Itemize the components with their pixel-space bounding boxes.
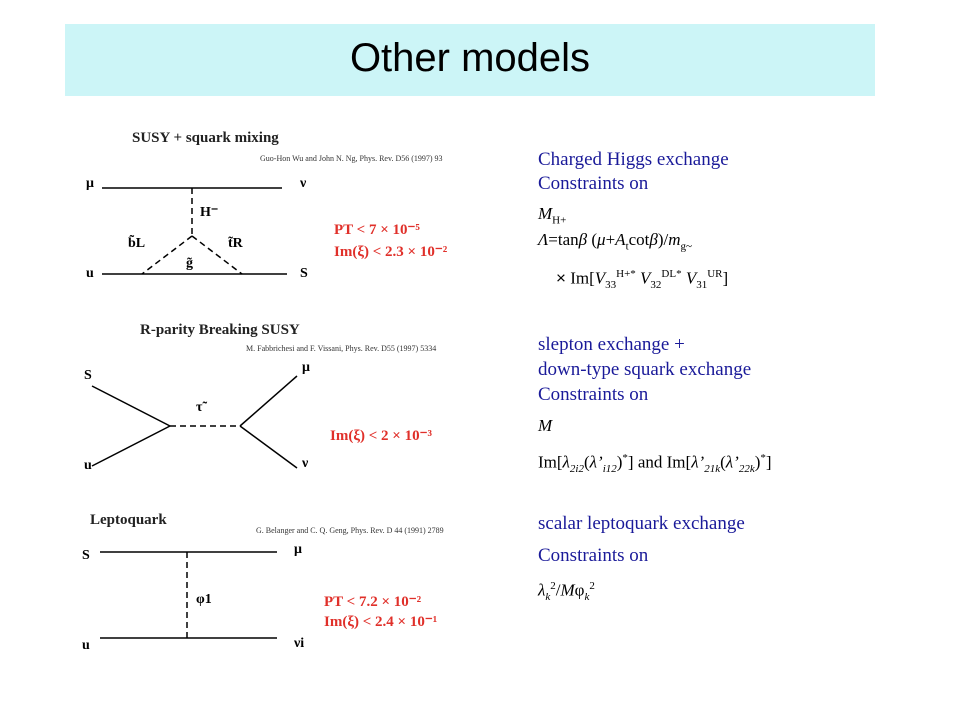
feynman-diagram-3	[100, 551, 277, 639]
diagram-reference: Guo-Hon Wu and John N. Ng, Phys. Rev. D5…	[260, 154, 443, 163]
squark-right	[191, 235, 243, 275]
constraint: Im(ξ) < 2.4 × 10⁻¹	[324, 614, 438, 630]
squark-left	[141, 235, 193, 275]
constraint: PT < 7.2 × 10⁻²	[324, 594, 422, 610]
lambda-formula: Λ=tanβ (μ+Atcotβ)/mg~	[538, 230, 692, 253]
particle-label: S	[300, 266, 308, 281]
particle-label: ν	[300, 176, 307, 191]
particle-label: φ1	[196, 592, 212, 607]
fermion-line-mu	[239, 375, 298, 427]
particle-label: ν	[302, 456, 309, 471]
particle-label: t̃R	[228, 236, 243, 251]
mass-parameter: MH+	[538, 204, 567, 227]
leptoquark-heading: scalar leptoquark exchange	[538, 513, 745, 534]
constraint: PT < 7 × 10⁻⁵	[334, 222, 420, 238]
diagram-susy-squark-mixing: SUSY + squark mixing Guo-Hon Wu and John…	[72, 124, 512, 294]
diagram-leptoquark: Leptoquark G. Belanger and C. Q. Geng, P…	[72, 508, 512, 678]
constraints-label: Constraints on	[538, 173, 649, 194]
constraint: Im(ξ) < 2 × 10⁻³	[330, 428, 433, 444]
fermion-line-s	[91, 385, 171, 427]
coupling-ratio-formula: λk2/Mφk2	[538, 580, 595, 604]
diagram-reference: M. Fabbrichesi and F. Vissani, Phys. Rev…	[246, 344, 437, 353]
feynman-diagram-1	[102, 187, 287, 275]
particle-label: μ	[302, 360, 310, 375]
particle-label: b̃L	[128, 236, 146, 251]
particle-label: u	[86, 266, 94, 281]
particle-label: g̃	[186, 256, 193, 271]
particle-label: μ	[294, 542, 302, 557]
particle-label: u	[84, 458, 92, 473]
charged-higgs-heading: Charged Higgs exchange	[538, 149, 729, 170]
squark-heading: down-type squark exchange	[538, 359, 752, 380]
particle-label: μ	[86, 176, 94, 191]
constraints-label: Constraints on	[538, 384, 649, 405]
constraint: Im(ξ) < 2.3 × 10⁻²	[334, 244, 448, 260]
diagram-rparity-susy: R-parity Breaking SUSY M. Fabbrichesi an…	[72, 318, 512, 488]
constraints-label: Constraints on	[538, 545, 649, 566]
slide-title: Other models	[349, 36, 591, 80]
title-bar: Other models	[65, 24, 875, 96]
particle-label: νi	[294, 636, 305, 651]
particle-label: τ̃	[196, 400, 203, 415]
particle-label: u	[82, 638, 90, 653]
rpv-coupling-formula: Im[λ2i2(λ’i12)*] and Im[λ’21k(λ’22k)*]	[538, 452, 772, 476]
mass-parameter: M	[538, 416, 553, 435]
feynman-diagram-2	[91, 375, 298, 469]
slepton-heading: slepton exchange +	[538, 334, 685, 355]
fermion-line-u	[91, 425, 171, 467]
diagram-title: SUSY + squark mixing	[132, 130, 279, 146]
diagram-title: Leptoquark	[90, 512, 167, 528]
particle-label: H⁻	[200, 205, 219, 220]
ckm-product: × Im[V33H+* V32DL* V31UR]	[556, 268, 729, 292]
diagram-title: R-parity Breaking SUSY	[140, 322, 300, 338]
particle-label: S	[82, 548, 90, 563]
particle-label: S	[84, 368, 92, 383]
fermion-line-nu	[239, 425, 298, 469]
diagram-reference: G. Belanger and C. Q. Geng, Phys. Rev. D…	[256, 526, 444, 535]
